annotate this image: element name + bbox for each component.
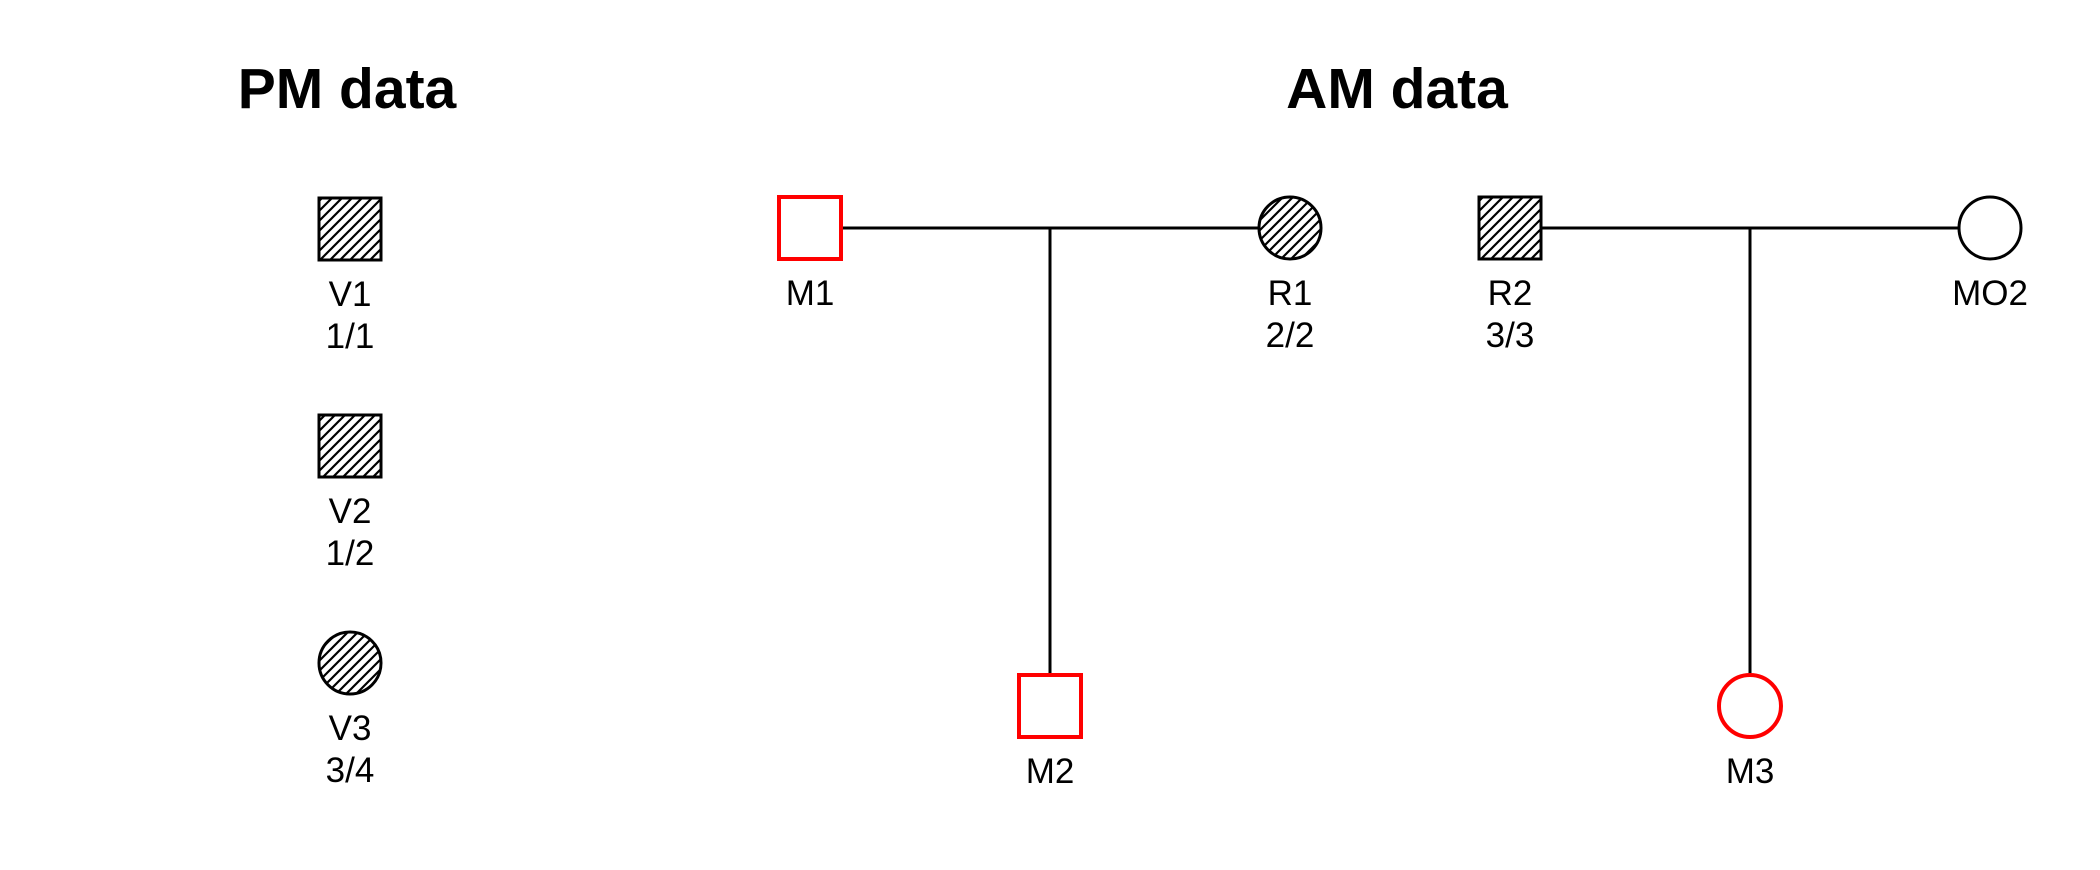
female-symbol <box>1717 673 1783 739</box>
individual-v3: V33/4 <box>317 630 383 790</box>
relationship-lines <box>841 226 1959 675</box>
individual-m2: M2 <box>1017 673 1083 791</box>
male-symbol <box>1017 673 1083 739</box>
individual-id-label: V1 <box>329 275 372 314</box>
female-symbol-hatched <box>317 630 383 696</box>
female-symbol-hatched <box>1257 195 1323 261</box>
individual-m3: M3 <box>1717 673 1783 791</box>
individual-id-label: V2 <box>329 492 372 531</box>
individual-r1: R12/2 <box>1257 195 1323 355</box>
male-symbol <box>777 195 843 261</box>
female-symbol <box>1957 195 2023 261</box>
male-symbol-hatched <box>1477 195 1543 261</box>
individual-genotype-label: 3/3 <box>1486 316 1535 355</box>
individual-v1: V11/1 <box>317 196 383 356</box>
individual-id-label: MO2 <box>1952 274 2028 313</box>
panel-titles: PM data AM data <box>238 57 1509 121</box>
individual-id-label: M2 <box>1026 752 1075 791</box>
individual-genotype-label: 1/2 <box>326 534 375 573</box>
individual-id-label: R1 <box>1268 274 1313 313</box>
individual-id-label: V3 <box>329 709 372 748</box>
individual-genotype-label: 2/2 <box>1266 316 1315 355</box>
individual-mo2: MO2 <box>1952 195 2028 313</box>
individual-id-label: M1 <box>786 274 835 313</box>
individual-id-label: R2 <box>1488 274 1533 313</box>
male-symbol-hatched <box>317 413 383 479</box>
individual-genotype-label: 1/1 <box>326 317 375 356</box>
panel-title-pm: PM data <box>238 57 458 121</box>
individual-genotype-label: 3/4 <box>326 751 375 790</box>
individual-m1: M1 <box>777 195 843 313</box>
male-symbol-hatched <box>317 196 383 262</box>
individual-v2: V21/2 <box>317 413 383 573</box>
panel-title-am: AM data <box>1286 57 1509 121</box>
individual-id-label: M3 <box>1726 752 1775 791</box>
individual-r2: R23/3 <box>1477 195 1543 355</box>
